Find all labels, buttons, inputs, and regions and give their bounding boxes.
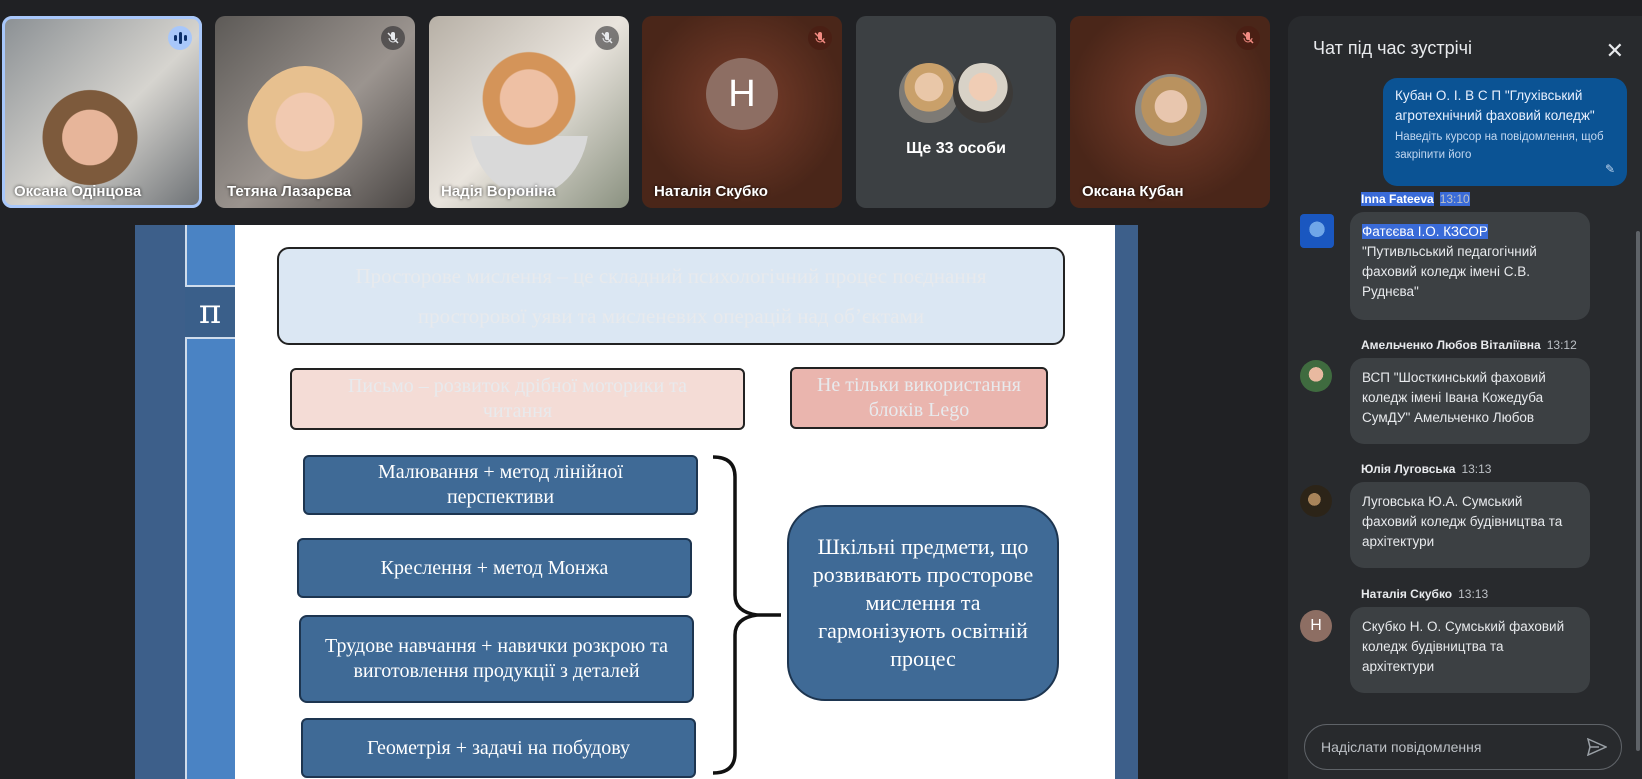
send-icon[interactable]	[1587, 738, 1607, 756]
brace-icon	[713, 455, 781, 775]
mic-off-icon	[595, 26, 619, 50]
avatar	[1300, 360, 1332, 392]
chat-message[interactable]: ВСП "Шосткинський фаховий коледж імені І…	[1350, 358, 1590, 444]
participant-tile[interactable]: Надія Вороніна	[429, 16, 629, 208]
speaking-indicator-icon	[168, 26, 192, 50]
message-input[interactable]: Надіслати повідомлення	[1304, 724, 1622, 770]
presentation-slide: π Просторове мислення – це складний псих…	[135, 225, 1138, 779]
participant-tile[interactable]: Н Наталія Скубко	[642, 16, 842, 208]
participant-name: Оксана Кубан	[1082, 183, 1184, 200]
mic-off-icon	[1236, 26, 1260, 50]
chat-message[interactable]: Фатєєва І.О. КЗСОР "Путивльський педагог…	[1350, 212, 1590, 320]
avatar: Н	[706, 58, 778, 130]
pin-icon[interactable]: ✎	[1604, 162, 1615, 176]
pinned-message[interactable]: Кубан О. І. В С П "Глухівський агротехні…	[1383, 78, 1627, 186]
pin-hint: Наведіть курсор на повідомлення, щоб зак…	[1395, 131, 1604, 161]
others-count: Ще 33 особи	[906, 140, 1006, 157]
participant-name: Надія Вороніна	[441, 183, 556, 200]
mic-off-icon	[808, 26, 832, 50]
participant-name: Тетяна Лазарєва	[227, 183, 352, 200]
avatar	[899, 63, 959, 123]
avatar: Н	[1300, 610, 1332, 642]
subject-box: Трудове навчання + навички розкрою та ви…	[299, 615, 694, 703]
mic-off-icon	[381, 26, 405, 50]
participant-name: Оксана Одінцова	[14, 183, 142, 200]
participant-video	[40, 88, 140, 198]
close-icon[interactable]: ✕	[1605, 38, 1624, 63]
avatar	[1135, 74, 1207, 146]
avatar	[1300, 214, 1334, 248]
chat-scrollbar[interactable]	[1636, 231, 1640, 751]
subject-box: Геометрія + задачі на побудову	[301, 718, 696, 778]
participant-tile[interactable]: Тетяна Лазарєва	[215, 16, 415, 208]
subject-box: Малювання + метод лінійної перспективи	[303, 455, 698, 515]
participant-name: Наталія Скубко	[654, 183, 768, 200]
participant-video	[469, 46, 589, 196]
slide-content: Просторове мислення – це складний психол…	[235, 225, 1115, 779]
chat-message[interactable]: Скубко Н. О. Сумський фаховий коледж буд…	[1350, 607, 1590, 693]
avatar	[1300, 485, 1332, 517]
summary-box: Шкільні предмети, що розвивають просторо…	[787, 505, 1059, 701]
pi-icon: π	[185, 285, 235, 339]
others-tile[interactable]: Ще 33 особи	[856, 16, 1056, 208]
chat-message[interactable]: Луговська Ю.А. Сумський фаховий коледж б…	[1350, 482, 1590, 568]
participant-tile[interactable]: Оксана Кубан	[1070, 16, 1270, 208]
chat-title: Чат під час зустрічі	[1313, 38, 1472, 58]
subject-box: Креслення + метод Монжа	[297, 538, 692, 598]
chat-panel: Чат під час зустрічі ✕ Кубан О. І. В С П…	[1288, 16, 1642, 779]
lego-box: Не тільки використання блоків Lego	[790, 367, 1048, 429]
participant-video	[245, 66, 365, 206]
writing-box: Письмо – розвиток дрібної моторики та чи…	[290, 368, 745, 430]
participant-tile[interactable]: Оксана Одінцова	[2, 16, 202, 208]
avatar	[953, 63, 1013, 123]
definition-box: Просторове мислення – це складний психол…	[277, 247, 1065, 345]
